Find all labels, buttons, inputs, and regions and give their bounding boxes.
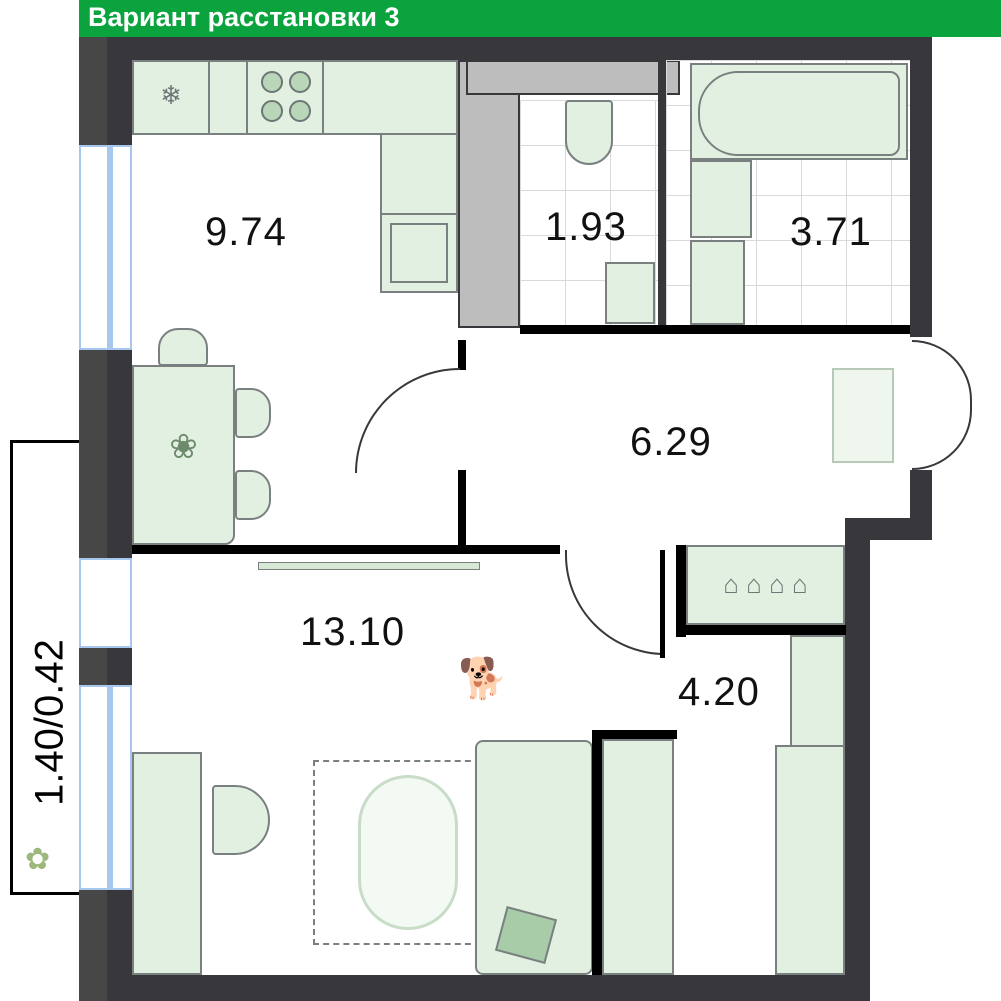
- bath-sink: [690, 160, 752, 238]
- hanger-icons: ⌂ ⌂ ⌂ ⌂: [723, 569, 808, 599]
- dog-icon: 🐕: [458, 657, 508, 701]
- fridge: ❄: [132, 60, 210, 135]
- hall-area: 6.29: [630, 420, 712, 464]
- desk: [132, 752, 202, 975]
- snowflake-icon: ❄: [160, 80, 182, 110]
- balcony-area-label: 1.40/0.42: [27, 639, 72, 806]
- chair: [235, 470, 271, 520]
- bathroom-area: 3.71: [790, 210, 872, 254]
- partition-hall-closet: [660, 550, 665, 658]
- partition-closet-h: [676, 625, 846, 635]
- bathtub: [690, 63, 908, 160]
- chair: [158, 328, 208, 366]
- ventilation-shaft: [458, 60, 520, 328]
- balcony: [10, 440, 79, 895]
- balcony-door: [79, 558, 132, 648]
- washing-machine: [690, 240, 745, 325]
- partition-wardrobe: [592, 730, 677, 739]
- coffee-table: [358, 775, 458, 930]
- plant-icon: ✿: [25, 843, 51, 876]
- chair: [235, 388, 271, 438]
- toilet-sink: [605, 262, 655, 324]
- counter-side: [380, 133, 458, 215]
- counter: [208, 60, 248, 135]
- wall-top: [107, 37, 932, 60]
- sink: [380, 213, 458, 293]
- kitchen-area: 9.74: [205, 210, 287, 254]
- toilet-area: 1.93: [545, 205, 627, 249]
- counter: [322, 60, 458, 135]
- living-window: [79, 685, 132, 890]
- partition-wardrobe-v: [592, 730, 602, 975]
- wall-right-lower: [845, 518, 870, 1001]
- toilet: [565, 100, 613, 165]
- dining-table: ❀: [132, 365, 235, 545]
- partition-wet-hall: [520, 325, 910, 334]
- tv: [258, 562, 480, 570]
- flowers-icon: ❀: [169, 428, 198, 466]
- page-title: Вариант расстановки 3: [88, 2, 400, 32]
- wardrobe-area: 4.20: [678, 670, 760, 714]
- shelving-right-top: [790, 635, 845, 747]
- partition-kitchen-hall: [458, 470, 466, 550]
- wall-right-upper: [910, 37, 932, 337]
- burners-icon: [261, 71, 311, 122]
- shelving-right: [775, 745, 845, 975]
- desk-chair: [212, 785, 270, 855]
- title-banner: Вариант расстановки 3: [79, 0, 1001, 37]
- entrance-door: [912, 340, 972, 470]
- wall-toilet-bath: [658, 60, 666, 328]
- living-area: 13.10: [300, 610, 406, 654]
- kitchen-window: [79, 145, 132, 350]
- doormat: [832, 368, 894, 463]
- living-door-swing: [565, 550, 665, 655]
- door-swing: [355, 368, 460, 473]
- wall-bottom: [107, 975, 870, 1001]
- shelving-left: [602, 739, 674, 975]
- closet-hall: ⌂ ⌂ ⌂ ⌂: [686, 545, 845, 625]
- window-pane: [107, 145, 113, 350]
- partition-closet: [676, 545, 686, 637]
- partition-kitchen-living: [132, 545, 560, 554]
- partition-kitchen-hall: [458, 340, 466, 370]
- stove: [246, 60, 324, 135]
- window-pane: [107, 685, 113, 890]
- shaft-top: [466, 60, 680, 95]
